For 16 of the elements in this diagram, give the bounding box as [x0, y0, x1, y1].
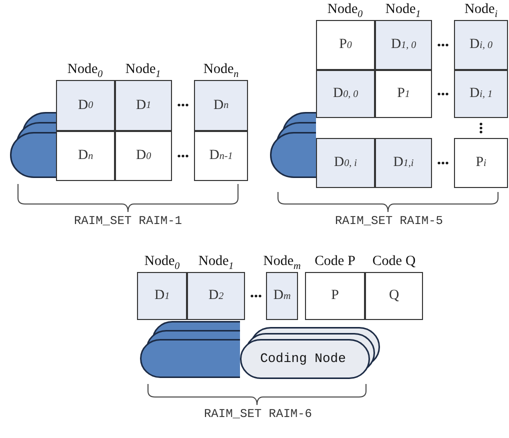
column-header: Node$_{n}$ [203, 62, 239, 80]
group-label: RAIM_SET RAIM-6 [204, 407, 312, 421]
column-header: Node$_{1}$ [198, 254, 234, 272]
column-header: Node$_{i}$ [464, 2, 498, 20]
column-header: Node$_{1}$ [385, 2, 421, 20]
group-label: RAIM_SET RAIM-1 [74, 214, 182, 228]
group-label: RAIM_SET RAIM-5 [334, 214, 444, 228]
data-block: Q [365, 272, 423, 320]
column-header: Node$_{0}$ [327, 2, 363, 20]
column-header: Code P [314, 254, 356, 270]
column-header: Node$_{0}$ [144, 254, 180, 272]
column-header: Node$_{m}$ [263, 254, 301, 272]
column-header: Node$_{1}$ [125, 62, 161, 80]
column-header: Code Q [372, 254, 416, 270]
data-block: P [305, 272, 365, 320]
column-header: Node$_{0}$ [67, 62, 103, 80]
